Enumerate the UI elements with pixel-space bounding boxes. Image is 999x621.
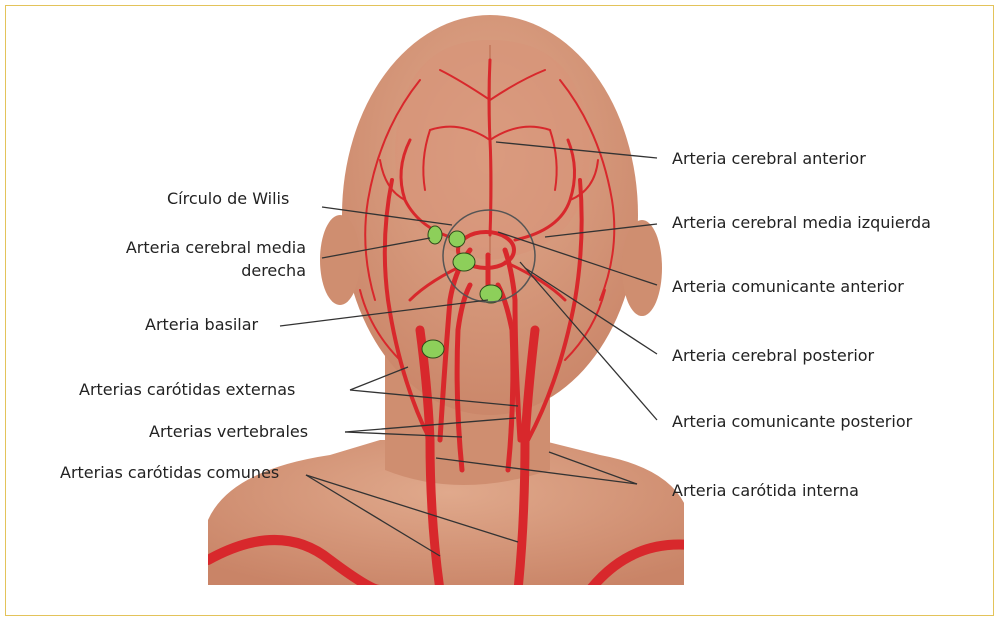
label-cerebral-anterior: Arteria cerebral anterior xyxy=(672,148,866,169)
marker-cerebral-media-derecha xyxy=(428,226,442,244)
label-cerebral-media-derecha-1: Arteria cerebral media xyxy=(92,237,306,258)
label-carotidas-externas: Arterias carótidas externas xyxy=(79,379,295,400)
label-cerebral-posterior: Arteria cerebral posterior xyxy=(672,345,874,366)
left-ear-shape xyxy=(320,215,360,305)
label-circulo-de-wilis: Círculo de Wilis xyxy=(167,188,289,209)
label-cerebral-media-derecha-2: derecha xyxy=(92,260,306,281)
label-basilar: Arteria basilar xyxy=(145,314,258,335)
marker-lower xyxy=(422,340,444,358)
label-carotida-interna: Arteria carótida interna xyxy=(672,480,859,501)
marker-circulo-de-wilis xyxy=(449,231,465,247)
marker-cerebral-posterior-left xyxy=(453,253,475,271)
label-cerebral-media-izquierda: Arteria cerebral media izquierda xyxy=(672,212,931,233)
label-comunicante-posterior: Arteria comunicante posterior xyxy=(672,411,912,432)
right-ear-shape xyxy=(622,220,662,316)
label-carotidas-comunes: Arterias carótidas comunes xyxy=(60,462,279,483)
label-comunicante-anterior: Arteria comunicante anterior xyxy=(672,276,904,297)
label-vertebrales: Arterias vertebrales xyxy=(149,421,308,442)
